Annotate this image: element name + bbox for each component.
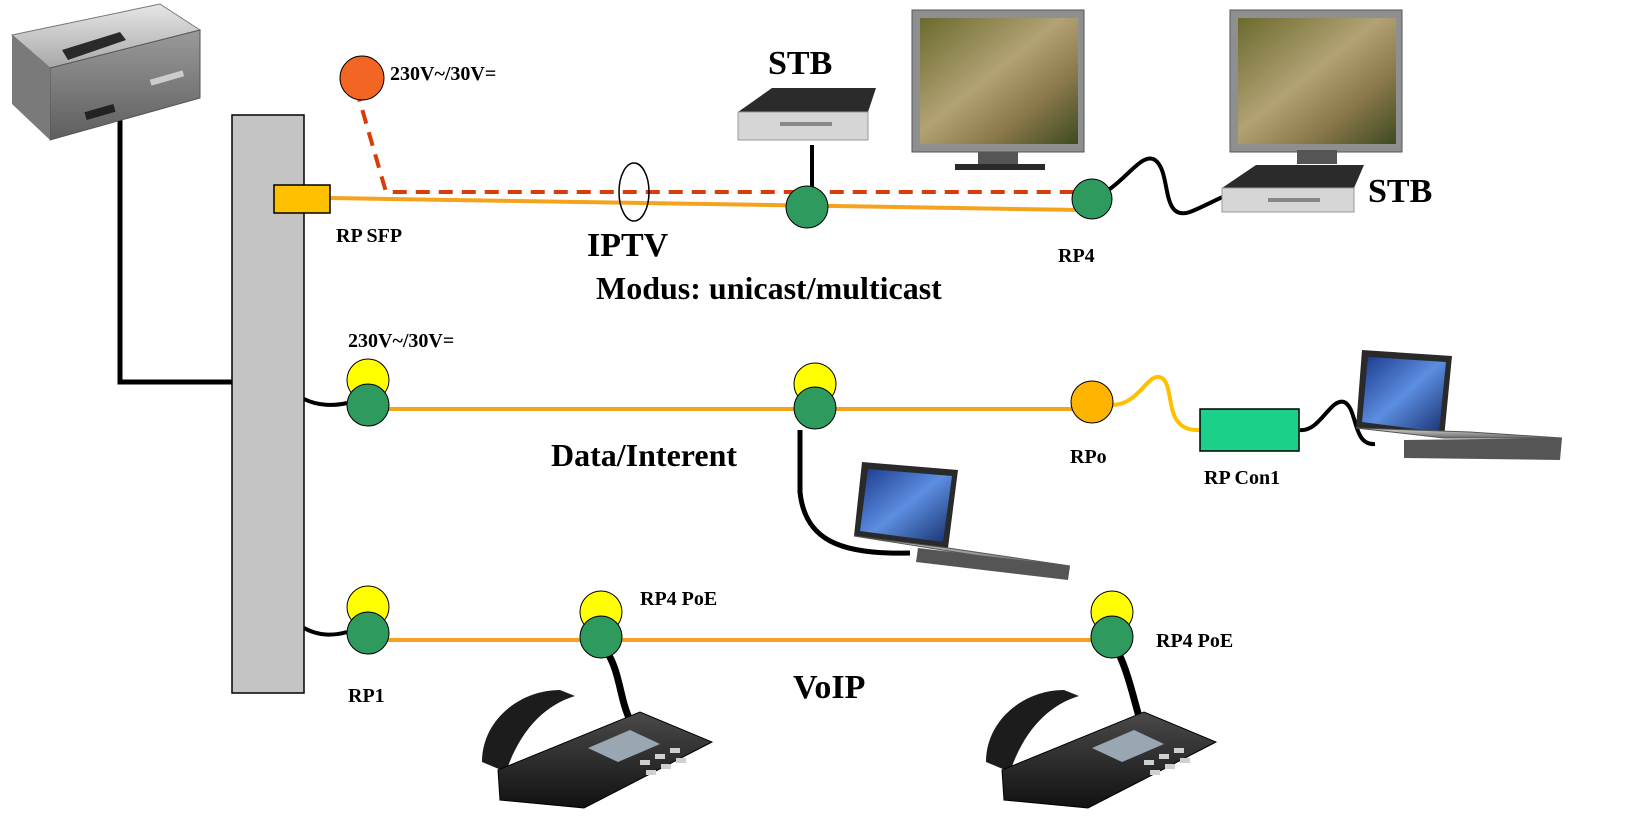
laptop-icon <box>853 462 1071 580</box>
switch-to-voip-cable <box>303 626 348 637</box>
voip-label: VoIP <box>793 669 865 706</box>
con1-laptop-cable <box>1299 399 1376 446</box>
rp4-label: RP4 <box>1058 245 1095 267</box>
power-label-mid: 230V~/30V= <box>348 330 454 352</box>
iptv-bundle-marker <box>618 162 650 222</box>
stb-label-right: STB <box>1368 173 1432 210</box>
phone-1-cable <box>603 650 634 722</box>
rp4-poe-label-2: RP4 PoE <box>1156 630 1233 652</box>
rp4-stb-cable <box>1091 156 1226 216</box>
set-top-box-2-icon <box>1221 165 1364 213</box>
sfp-module[interactable] <box>273 184 331 214</box>
power-dashed-line <box>354 87 1082 194</box>
rpo-node[interactable] <box>1070 380 1114 424</box>
data-internet-label: Data/Interent <box>551 437 737 473</box>
desk-phone-icon <box>482 690 714 809</box>
laptop-1-cable <box>797 430 911 556</box>
iptv-fiber-line <box>329 196 1083 212</box>
data-node-1[interactable] <box>346 383 390 427</box>
flat-screen-tv-2-icon <box>1229 9 1403 164</box>
set-top-box-with-remote-icon <box>10 3 202 141</box>
flat-screen-tv-icon <box>911 9 1085 170</box>
rp1-label: RP1 <box>348 685 385 707</box>
rp4-poe-node-2[interactable] <box>1090 615 1134 659</box>
iptv-mode-label: Modus: unicast/multicast <box>596 270 942 306</box>
rp-sfp-label: RP SFP <box>336 225 402 247</box>
data-node-2[interactable] <box>793 386 837 430</box>
set-top-box-icon <box>737 88 876 141</box>
iptv-label: IPTV <box>587 227 669 264</box>
rp-con1-label: RP Con1 <box>1204 467 1280 489</box>
rp1-node[interactable] <box>346 611 390 655</box>
laptop-2-icon <box>1355 350 1563 460</box>
rp4-poe-node-1[interactable] <box>579 615 623 659</box>
power-supply-node[interactable] <box>339 55 385 101</box>
rp4-node[interactable] <box>1071 178 1113 220</box>
switch-to-data-cable <box>303 397 348 407</box>
stb-label-top: STB <box>768 45 832 82</box>
rpo-connector-fiber <box>1111 374 1201 433</box>
phone-2-cable <box>1114 650 1144 722</box>
desk-phone-2-icon <box>986 690 1218 809</box>
power-label-top: 230V~/30V= <box>390 63 496 85</box>
rp-con1-connector[interactable] <box>1199 408 1300 452</box>
iptv-node-stb[interactable] <box>785 185 829 229</box>
rpo-label: RPo <box>1070 446 1107 468</box>
rp4-poe-label-1: RP4 PoE <box>640 588 717 610</box>
head-end-cable <box>117 120 232 385</box>
